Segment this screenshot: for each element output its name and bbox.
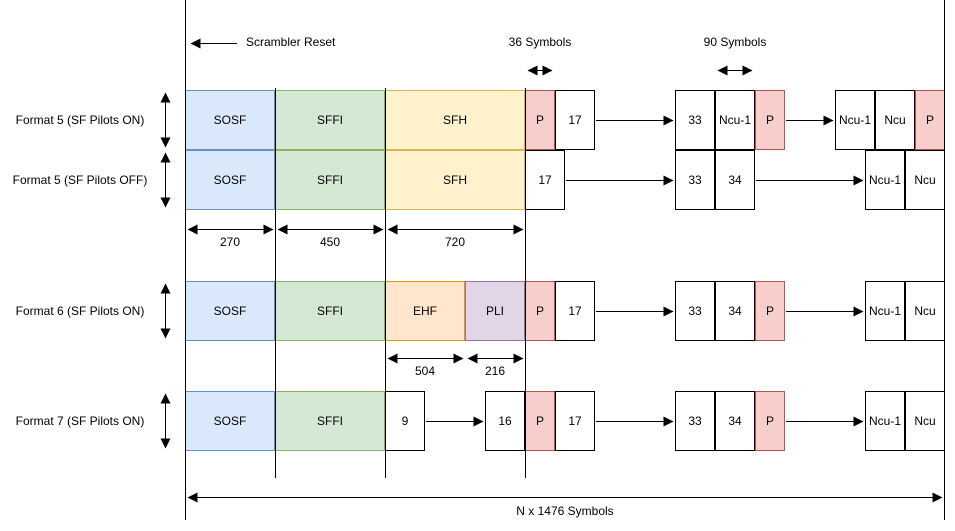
block-ncu-1: Ncu-1 [865,391,905,451]
block-sffi: SFFI [275,150,385,210]
block-pilot: P [525,281,555,341]
block-sfh: SFH [385,150,525,210]
block-33: 33 [675,391,715,451]
row-label-format6-on: Format 6 (SF Pilots ON) [15,304,145,318]
block-sosf: SOSF [185,281,275,341]
block-ncu-1: Ncu-1 [865,150,905,210]
block-pilot: P [755,391,785,451]
symbols-36-label: 36 Symbols [508,35,572,49]
block-ncu-1: Ncu-1 [715,90,755,150]
symbols-90-label: 90 Symbols [703,35,767,49]
block-sffi: SFFI [275,391,385,451]
block-17: 17 [555,281,595,341]
block-ncu-1: Ncu-1 [865,281,905,341]
row-label-format5-on: Format 5 (SF Pilots ON) [15,113,145,127]
block-17: 17 [555,90,595,150]
block-pilot: P [755,281,785,341]
block-sosf: SOSF [185,391,275,451]
total-symbols-label: N x 1476 Symbols [516,504,614,518]
block-33: 33 [675,150,715,210]
block-pilot: P [915,90,945,150]
block-34: 34 [715,391,755,451]
scrambler-reset-label: Scrambler Reset [246,35,336,49]
dimension-720: 720 [444,235,466,249]
block-34: 34 [715,281,755,341]
block-34: 34 [715,150,755,210]
block-ncu: Ncu [905,281,945,341]
block-sffi: SFFI [275,90,385,150]
block-ncu: Ncu [875,90,915,150]
block-16: 16 [485,391,525,451]
block-sosf: SOSF [185,150,275,210]
block-pli: PLI [465,281,525,341]
block-pilot: P [525,90,555,150]
block-17: 17 [525,150,565,210]
block-33: 33 [675,90,715,150]
block-ncu: Ncu [905,391,945,451]
dimension-216: 216 [484,364,506,378]
row-label-format5-off: Format 5 (SF Pilots OFF) [12,173,148,187]
block-pilot: P [525,391,555,451]
block-17: 17 [555,391,595,451]
block-ncu: Ncu [905,150,945,210]
dimension-270: 270 [219,235,241,249]
block-sosf: SOSF [185,90,275,150]
block-ehf: EHF [385,281,465,341]
dimension-504: 504 [414,364,436,378]
block-ncu-1: Ncu-1 [835,90,875,150]
block-sfh: SFH [385,90,525,150]
dimension-450: 450 [319,235,341,249]
row-label-format7-on: Format 7 (SF Pilots ON) [15,414,145,428]
block-sffi: SFFI [275,281,385,341]
block-pilot: P [755,90,785,150]
block-9: 9 [385,391,425,451]
block-33: 33 [675,281,715,341]
